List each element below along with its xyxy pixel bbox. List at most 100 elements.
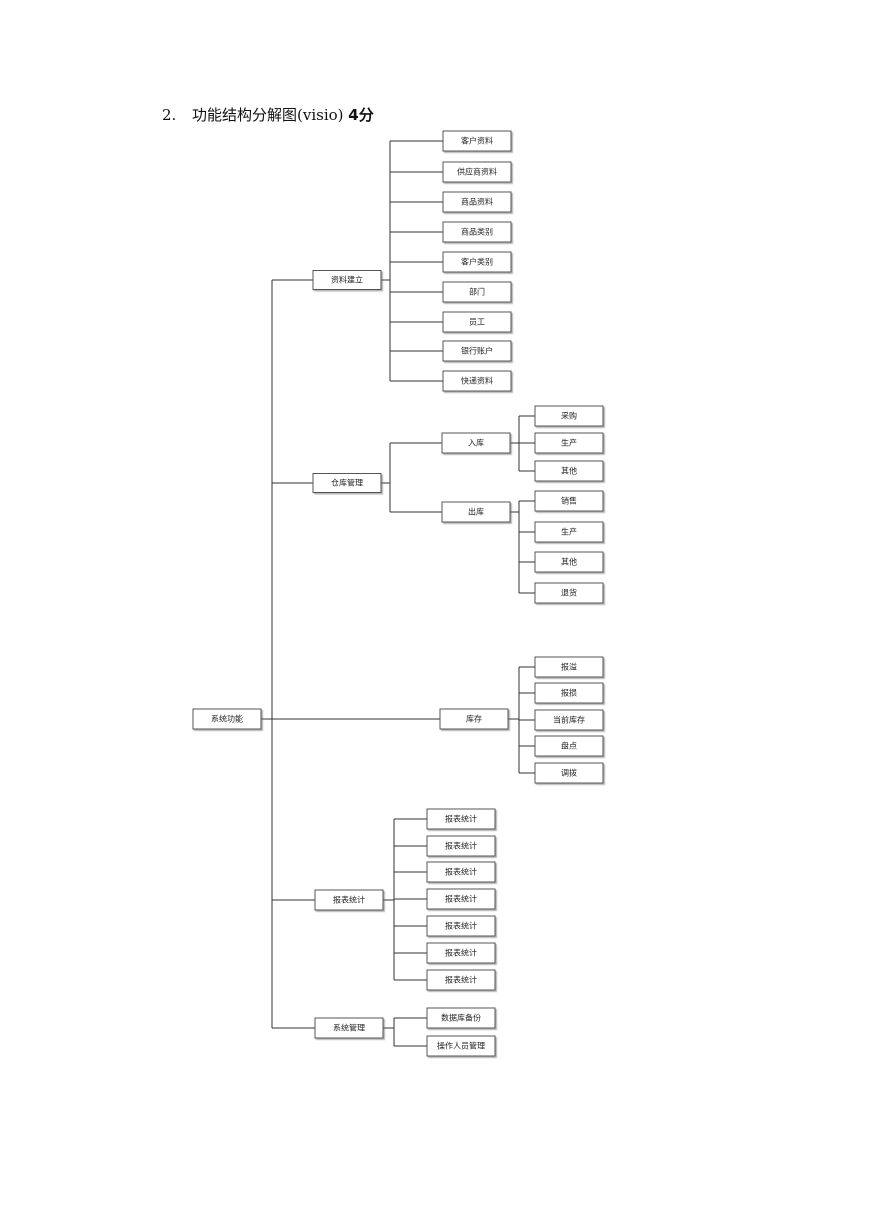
node-box [442, 281, 512, 303]
node-label: 出库 [468, 507, 484, 517]
leaf-node: 报损 [534, 682, 604, 704]
section-title: 功能结构分解图(visio) [192, 106, 344, 124]
leaf-node: 报表统计 [426, 969, 496, 991]
node-box [439, 708, 509, 730]
section-number: 2. [162, 106, 177, 124]
leaf-node: 调拨 [534, 762, 604, 784]
leaf-node: 商品资料 [442, 191, 512, 213]
node-label: 盘点 [561, 741, 577, 751]
leaf-node: 报表统计 [426, 835, 496, 857]
node-box [534, 405, 604, 427]
node-label: 库存 [466, 714, 482, 724]
node-box [426, 808, 496, 830]
node-label: 报表统计 [445, 841, 477, 851]
subcategory-node: 入库 [441, 432, 511, 454]
category-node: 仓库管理 [312, 473, 382, 493]
leaf-node: 银行账户 [442, 340, 512, 362]
leaf-node: 其他 [534, 460, 604, 482]
node-label: 部门 [469, 287, 485, 297]
leaf-node: 快递资料 [442, 370, 512, 392]
node-label: 快递资料 [461, 376, 493, 386]
node-label: 报表统计 [445, 894, 477, 904]
leaf-node: 报表统计 [426, 808, 496, 830]
node-label: 仓库管理 [331, 478, 363, 488]
leaf-node: 报溢 [534, 656, 604, 678]
leaf-node: 报表统计 [426, 915, 496, 937]
node-box [314, 1017, 384, 1039]
node-box [192, 708, 262, 730]
node-box [534, 521, 604, 543]
leaf-node: 当前库存 [534, 709, 604, 731]
leaf-node: 报表统计 [426, 942, 496, 964]
leaf-node: 退货 [534, 582, 604, 604]
leaf-node: 采购 [534, 405, 604, 427]
node-box [534, 656, 604, 678]
leaf-node: 报表统计 [426, 888, 496, 910]
node-label: 报表统计 [445, 867, 477, 877]
node-label: 资料建立 [331, 275, 363, 285]
node-box [442, 311, 512, 333]
node-box [534, 432, 604, 454]
leaf-node: 客户类别 [442, 251, 512, 273]
node-box [534, 490, 604, 512]
leaf-node: 操作人员管理 [426, 1035, 496, 1057]
leaf-node: 报表统计 [426, 861, 496, 883]
node-box [441, 501, 511, 523]
node-box [442, 370, 512, 392]
node-label: 报表统计 [445, 921, 477, 931]
leaf-node: 部门 [442, 281, 512, 303]
node-label: 入库 [468, 438, 484, 448]
diagram-nodes: 系统功能 资料建立 客户资料供应商资料商品资料商品类别客户类别部门员工银行账户快递资… [192, 130, 604, 1057]
leaf-node: 商品类别 [442, 221, 512, 243]
node-label: 报表统计 [445, 948, 477, 958]
node-box [442, 191, 512, 213]
node-label: 客户资料 [461, 136, 493, 146]
node-label: 其他 [561, 466, 577, 476]
node-label: 调拨 [561, 768, 577, 778]
node-box [534, 551, 604, 573]
node-box [426, 942, 496, 964]
node-box [442, 251, 512, 273]
node-label: 操作人员管理 [437, 1041, 485, 1051]
connector-lines [261, 140, 535, 1047]
node-label: 报表统计 [445, 814, 477, 824]
node-box [441, 432, 511, 454]
node-box [426, 888, 496, 910]
node-label: 商品资料 [461, 197, 493, 207]
node-label: 生产 [561, 527, 577, 537]
node-box [534, 709, 604, 731]
node-label: 银行账户 [461, 346, 493, 356]
node-box [426, 915, 496, 937]
leaf-node: 客户资料 [442, 130, 512, 152]
node-label: 客户类别 [461, 257, 493, 267]
node-label: 采购 [561, 411, 577, 421]
node-box [534, 582, 604, 604]
node-box [426, 1035, 496, 1057]
leaf-node: 盘点 [534, 735, 604, 757]
leaf-node: 生产 [534, 521, 604, 543]
node-label: 报损 [561, 688, 577, 698]
node-label: 当前库存 [553, 715, 585, 725]
node-label: 员工 [469, 318, 485, 327]
node-label: 报溢 [561, 662, 577, 672]
node-box [314, 889, 384, 911]
node-label: 销售 [561, 496, 577, 506]
node-box [426, 969, 496, 991]
subcategory-node: 出库 [441, 501, 511, 523]
node-label: 系统功能 [211, 714, 243, 724]
node-label: 供应商资料 [457, 167, 497, 177]
node-box [442, 161, 512, 183]
leaf-node: 数据库备份 [426, 1007, 496, 1029]
category-node: 资料建立 [312, 270, 382, 290]
node-box [426, 861, 496, 883]
node-box [312, 270, 382, 290]
category-node: 报表统计 [314, 889, 384, 911]
category-node: 系统管理 [314, 1017, 384, 1039]
node-label: 生产 [561, 438, 577, 448]
section-heading: 2.功能结构分解图(visio) 4分 [162, 104, 374, 125]
leaf-node: 其他 [534, 551, 604, 573]
node-box [534, 735, 604, 757]
leaf-node: 销售 [534, 490, 604, 512]
leaf-node: 供应商资料 [442, 161, 512, 183]
